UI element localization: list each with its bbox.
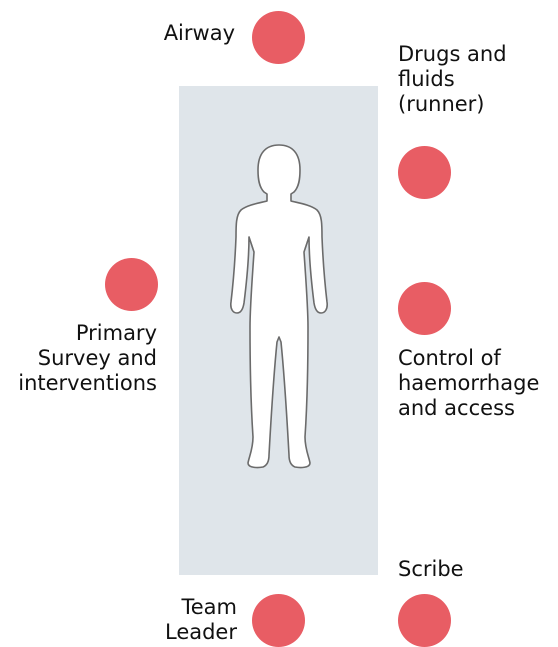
haemorrhage-access-label: Control of haemorrhage and access (398, 346, 539, 421)
primary-survey-label: Primary Survey and interventions (4, 321, 157, 396)
drugs-fluids-marker (398, 146, 451, 199)
primary-survey-marker (105, 258, 158, 311)
patient-body-outline-icon (229, 137, 329, 469)
drugs-fluids-label: Drugs and fluids (runner) (398, 42, 507, 117)
team-leader-marker (252, 594, 305, 647)
haemorrhage-access-marker (398, 282, 451, 335)
scribe-label: Scribe (398, 557, 464, 582)
scribe-marker (398, 594, 451, 647)
airway-label: Airway (130, 21, 235, 46)
airway-marker (252, 11, 305, 64)
team-leader-label: Team Leader (140, 595, 237, 645)
